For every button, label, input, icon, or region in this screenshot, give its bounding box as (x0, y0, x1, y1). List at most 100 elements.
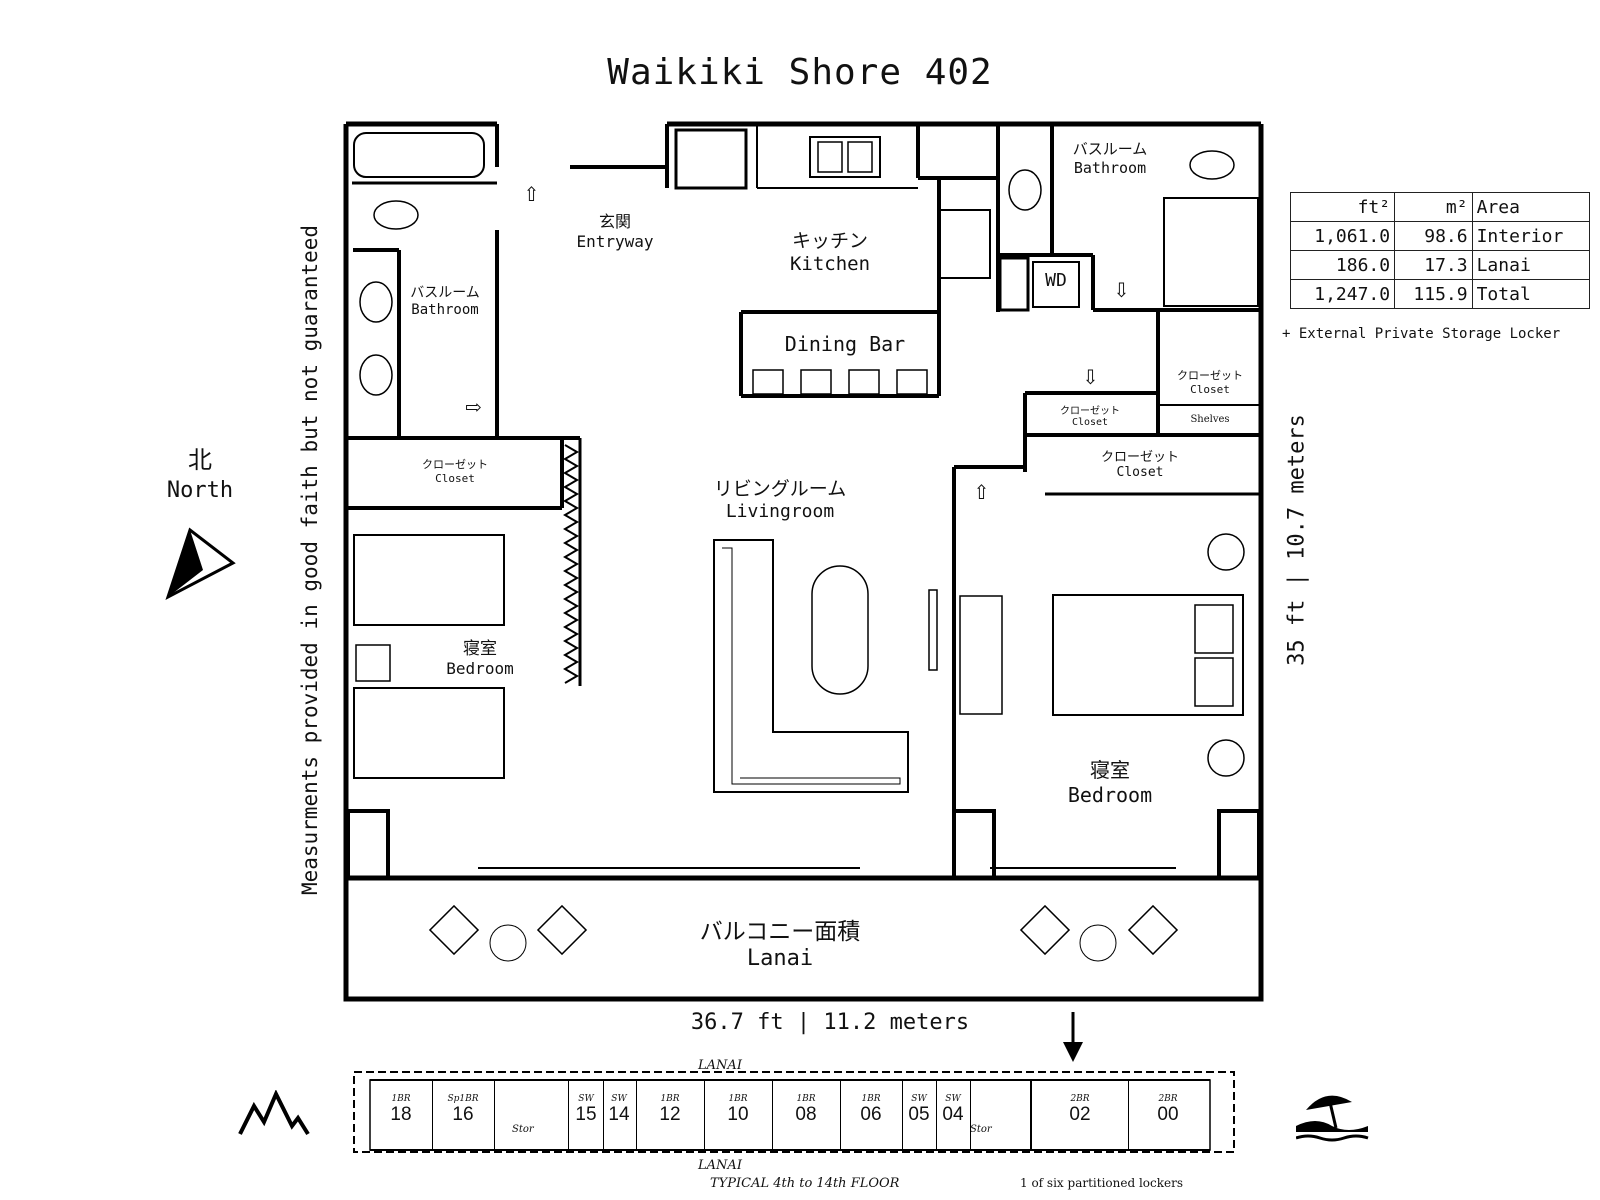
unit-type: Sp1BR (447, 1094, 479, 1104)
right-arrow-icon: ⇨ (465, 395, 482, 419)
unit-type: SW (611, 1094, 627, 1104)
unit-cell: 1BR 18 (370, 1080, 433, 1150)
bathroom-left-label: バスルーム Bathroom (400, 282, 490, 318)
closet-shelf-label: クローゼット Closet (1160, 367, 1260, 396)
area-cell: Interior (1471, 221, 1591, 251)
unit-number: 15 (575, 1104, 597, 1125)
dining-bar-label: Dining Bar (784, 332, 906, 356)
beach-icon (1296, 1095, 1369, 1142)
area-table: ft² m² Area 1,061.0 98.6 Interior 186.0 … (1289, 192, 1591, 309)
key-stor-right: Stor (970, 1124, 992, 1135)
unit-cell: SW 05 (902, 1080, 937, 1150)
area-cell: 98.6 (1394, 221, 1473, 251)
key-floor-note: TYPICAL 4th to 14th FLOOR (710, 1176, 900, 1191)
unit-type: SW (945, 1094, 961, 1104)
unit-number: 14 (608, 1104, 630, 1125)
unit-type: 2BR (1070, 1094, 1090, 1104)
unit-type: 1BR (861, 1094, 881, 1104)
closet-shelf-en: Closet (1190, 383, 1230, 396)
bedroom-left-jp: 寝室 (463, 639, 497, 659)
unit-number: 08 (795, 1104, 817, 1125)
closet-small-en: Closet (1071, 417, 1109, 428)
unit-cell: SW 04 (936, 1080, 971, 1150)
bedroom-left-en: Bedroom (446, 659, 514, 678)
bathroom-left-en: Bathroom (411, 302, 479, 318)
area-cell: 186.0 (1289, 250, 1396, 280)
unit-pointer-arrow-icon (1063, 1012, 1083, 1062)
bathroom-right-en: Bathroom (1073, 159, 1147, 177)
area-cell: 17.3 (1394, 250, 1473, 280)
unit-cell: SW 15 (568, 1080, 604, 1150)
bedroom-right-label: 寝室 Bedroom (1050, 754, 1170, 807)
unit-cell: 2BR 00 (1126, 1080, 1210, 1150)
closet-left-jp: クローゼット (422, 458, 488, 471)
bedroom-left-label: 寝室 Bedroom (430, 634, 530, 678)
livingroom-jp: リビングルーム (713, 478, 847, 500)
storage-note: + External Private Storage Locker (1282, 326, 1561, 342)
lanai-label: バルコニー面積 Lanai (660, 912, 900, 971)
bathroom-left-jp: バスルーム (410, 285, 480, 301)
unit-cell: 1BR 12 (636, 1080, 705, 1150)
lanai-en: Lanai (746, 946, 814, 971)
closet-small-label: クローゼット Closet (1030, 402, 1150, 428)
width-dimension: 36.7 ft | 11.2 meters (690, 1010, 970, 1035)
unit-cell: 2BR 02 (1030, 1080, 1129, 1150)
unit-type: 2BR (1158, 1094, 1178, 1104)
kitchen-en: Kitchen (789, 253, 871, 275)
north-arrow-icon (165, 527, 236, 601)
entryway-jp: 玄関 (598, 212, 631, 231)
down-arrow-icon: ⇩ (1113, 278, 1130, 302)
bathroom-right-label: バスルーム Bathroom (1060, 138, 1160, 177)
compass-en: North (166, 478, 234, 503)
key-stor-left: Stor (512, 1124, 534, 1135)
livingroom-en: Livingroom (725, 501, 835, 522)
unit-cell: 1BR 08 (772, 1080, 841, 1150)
unit-number: 02 (1069, 1104, 1091, 1125)
unit-type: SW (911, 1094, 927, 1104)
unit-cell: Sp1BR 16 (432, 1080, 495, 1150)
down-arrow-icon: ⇩ (1082, 365, 1099, 389)
lanai-jp: バルコニー面積 (699, 919, 861, 945)
washer-dryer-label: WD (1045, 270, 1067, 291)
kitchen-label: キッチン Kitchen (770, 226, 890, 275)
mountain-icon (238, 1090, 310, 1136)
unit-number: 16 (452, 1104, 474, 1125)
unit-cell: SW 14 (602, 1080, 637, 1150)
up-arrow-icon: ⇧ (523, 182, 540, 206)
key-plan: LANAI LANAI TYPICAL 4th to 14th FLOOR 1 … (340, 1058, 1260, 1198)
area-cell: 1,247.0 (1289, 279, 1396, 309)
bathroom-right-jp: バスルーム (1072, 140, 1148, 158)
compass-jp: 北 (188, 446, 212, 474)
unit-number: 06 (860, 1104, 882, 1125)
kitchen-jp: キッチン (791, 230, 868, 252)
closet-right-jp: クローゼット (1100, 450, 1179, 465)
shelves-label: Shelves (1190, 414, 1230, 425)
unit-number: 10 (727, 1104, 749, 1125)
closet-small-jp: クローゼット (1060, 406, 1120, 417)
unit-number: 04 (942, 1104, 964, 1125)
unit-number: 05 (908, 1104, 930, 1125)
unit-number: 12 (659, 1104, 681, 1125)
unit-type: SW (578, 1094, 594, 1104)
key-locker-note: 1 of six partitioned lockers (1020, 1176, 1184, 1190)
key-lanai-bottom: LANAI (698, 1158, 742, 1173)
bedroom-right-en: Bedroom (1067, 783, 1153, 807)
area-cell: 115.9 (1394, 279, 1473, 309)
unit-cell: 1BR 06 (840, 1080, 903, 1150)
unit-type: 1BR (660, 1094, 680, 1104)
bedroom-right-jp: 寝室 (1090, 758, 1130, 782)
livingroom-label: リビングルーム Livingroom (690, 474, 870, 522)
closet-shelf-jp: クローゼット (1177, 369, 1243, 382)
unit-number: 18 (390, 1104, 412, 1125)
area-cell: Total (1471, 279, 1591, 309)
unit-type: 1BR (796, 1094, 816, 1104)
unit-cell: 1BR 10 (704, 1080, 773, 1150)
unit-type: 1BR (728, 1094, 748, 1104)
unit-type: 1BR (391, 1094, 411, 1104)
closet-right-label: クローゼット Closet (1085, 446, 1195, 480)
entryway-en: Entryway (576, 232, 654, 251)
key-lanai-top: LANAI (698, 1058, 742, 1073)
page-title: Waikiki Shore 402 (607, 52, 993, 93)
closet-right-en: Closet (1116, 465, 1164, 480)
unit-number: 00 (1157, 1104, 1179, 1125)
